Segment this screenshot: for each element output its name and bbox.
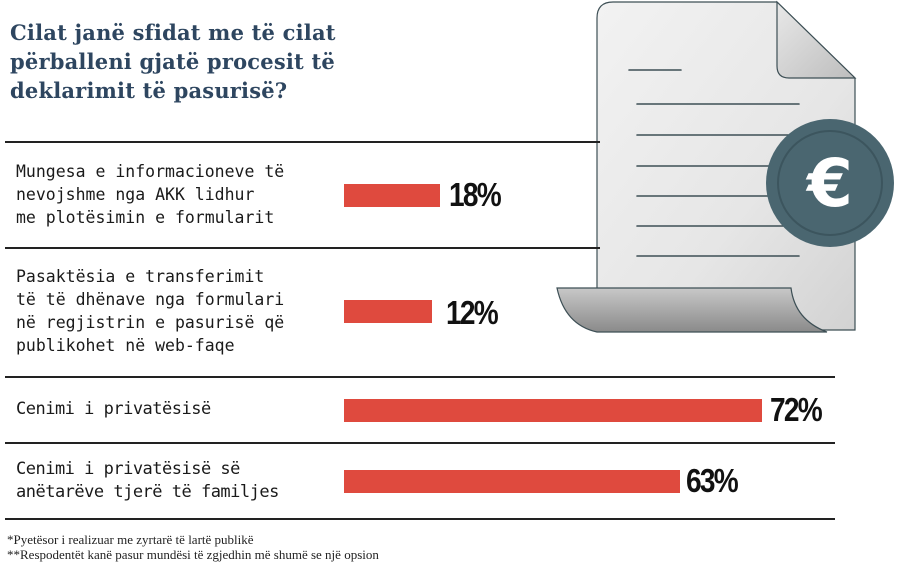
chart-title: Cilat janë sfidat me të cilat përballeni… [10,20,336,103]
value-label: 63% [686,462,739,499]
divider [5,376,835,378]
row-label: Cenimi i privatësisë së anëtarëve tjerë … [16,459,279,502]
bar-row-3 [344,399,762,422]
value-label: 72% [770,391,823,428]
row-label: Cenimi i privatësisë [16,399,211,419]
value-label: 18% [449,176,502,213]
divider [5,141,600,143]
bar-row-2 [344,300,432,323]
euro-symbol: € [805,145,853,222]
bar-row-4 [344,470,680,493]
divider [5,518,835,520]
value-label: 12% [446,294,499,331]
row-label: Pasaktësia e transferimit të të dhënave … [16,267,285,355]
divider [5,247,600,249]
document-with-euro-coin-icon: € [556,0,894,333]
row-label: Mungesa e informacioneve të nevojshme ng… [16,162,285,227]
bar-row-1 [344,184,440,207]
footnote: **Respodentët kanë pasur mundësi të zgje… [7,547,379,562]
divider [5,442,835,444]
footnote: *Pyetësor i realizuar me zyrtarë të lart… [7,532,254,547]
